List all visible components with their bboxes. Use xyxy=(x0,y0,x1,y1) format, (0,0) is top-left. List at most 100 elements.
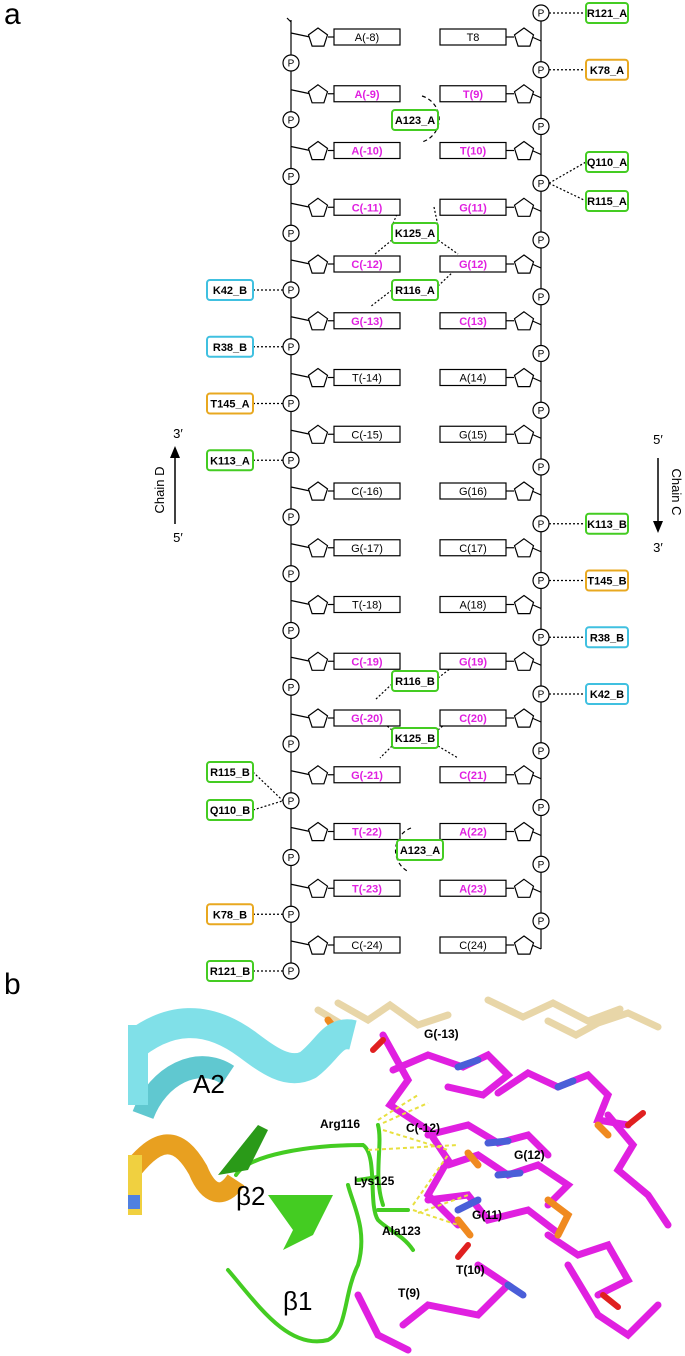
structure-panel: A2 β2 β1 Arg116 Lys125 Ala123 G(-13) C(-… xyxy=(128,995,685,1356)
phosphate-left: P xyxy=(282,224,300,242)
green-loop xyxy=(226,1123,415,1344)
base-left-label: C(-19) xyxy=(351,656,383,668)
contact-line xyxy=(548,182,587,202)
g-m13-label: G(-13) xyxy=(424,1027,459,1041)
residue-label: K113_A xyxy=(210,455,250,467)
residue-label: R121_B xyxy=(210,966,250,978)
contact-line xyxy=(369,711,393,731)
beta1-strand xyxy=(268,1195,333,1250)
base-left-label: T(-18) xyxy=(352,600,382,612)
chain-d-start-tick xyxy=(286,17,292,23)
residue-box: T145_B xyxy=(585,569,629,592)
contact-line xyxy=(437,239,459,255)
sugar-right xyxy=(513,27,535,47)
sugar-right xyxy=(513,651,535,671)
base-left: C(-19) xyxy=(333,652,401,670)
contact-line xyxy=(548,161,587,184)
residue-box: K113_B xyxy=(585,512,629,535)
base-right: C(20) xyxy=(439,709,507,727)
phosphate-right: P xyxy=(532,458,550,476)
chain-d-indicator: 3′ 5′ Chain D xyxy=(152,426,183,545)
base-right-label: A(14) xyxy=(460,373,487,385)
base-left: G(-17) xyxy=(333,539,401,557)
base-pairs: A(-8)T8A(-9)T(9)A(-10)T(10)C(-11)G(11)C(… xyxy=(333,28,507,954)
phosphate-right: P xyxy=(532,231,550,249)
phosphate-label: P xyxy=(288,740,295,751)
sugar-left xyxy=(307,140,329,161)
phosphate-label: P xyxy=(288,626,295,637)
phosphate-left: P xyxy=(282,111,300,129)
base-left: A(-8) xyxy=(333,28,401,46)
residue-label: R121_A xyxy=(587,8,627,20)
orange-ribbon xyxy=(128,1134,245,1203)
base-right: T8 xyxy=(439,28,507,46)
phosphate-left: P xyxy=(282,678,300,696)
residue-box: R116_A xyxy=(391,279,439,301)
sugar-left xyxy=(307,424,329,444)
panel-b-label: b xyxy=(4,968,21,1001)
residue-box: T145_A xyxy=(206,392,254,415)
sugar-right xyxy=(513,538,535,558)
sugar-left xyxy=(307,935,329,955)
base-left-label: G(-13) xyxy=(351,316,383,328)
phosphate-label: P xyxy=(288,513,295,524)
magenta-dna-sticks xyxy=(354,1031,672,1354)
phosphate-label: P xyxy=(538,519,545,530)
beta1-label: β1 xyxy=(283,1286,312,1316)
base-right: C(13) xyxy=(439,312,507,330)
contact-line xyxy=(379,745,393,759)
blue-patch xyxy=(128,1195,140,1209)
phosphate-left: P xyxy=(282,735,300,753)
red-oxygens xyxy=(370,1037,646,1310)
residue-box: K42_B xyxy=(206,279,254,301)
g12-label: G(12) xyxy=(514,1148,545,1162)
base-left-label: C(-24) xyxy=(351,940,382,952)
base-left: C(-11) xyxy=(333,198,401,216)
base-left-label: C(-12) xyxy=(351,259,383,271)
base-left: G(-21) xyxy=(333,766,401,784)
contact-line xyxy=(252,800,284,811)
sugar-left xyxy=(307,254,329,274)
interaction-arc xyxy=(421,95,440,143)
base-left-label: C(-16) xyxy=(351,486,382,498)
phosphate-right: P xyxy=(532,344,550,363)
base-right: C(21) xyxy=(439,766,507,784)
base-right: G(11) xyxy=(439,198,507,216)
base-right: G(12) xyxy=(439,255,507,273)
base-right: A(18) xyxy=(439,595,507,614)
base-right-label: G(15) xyxy=(459,429,487,441)
base-right-label: A(23) xyxy=(459,883,487,895)
t10-label: T(10) xyxy=(456,1263,485,1277)
base-left: C(-15) xyxy=(333,425,401,443)
phosphate-label: P xyxy=(288,229,295,240)
phosphate-label: P xyxy=(538,65,545,76)
blue-atoms xyxy=(454,1056,577,1299)
phosphate-left: P xyxy=(282,848,300,867)
residue-box: K125_B xyxy=(391,727,439,749)
phosphate-label: P xyxy=(288,399,295,410)
base-right-label: T(10) xyxy=(460,146,487,158)
phosphate-label: P xyxy=(538,292,545,303)
phosphate-label: P xyxy=(538,406,545,417)
phosphate-right: P xyxy=(532,628,550,646)
base-left: G(-20) xyxy=(333,709,401,727)
phosphate-label: P xyxy=(288,456,295,467)
residue-box: R121_A xyxy=(585,2,629,24)
residue-label: R115_A xyxy=(587,196,627,208)
contact-line xyxy=(437,745,459,759)
phosphate-left: P xyxy=(282,621,300,640)
base-right-label: A(18) xyxy=(460,600,487,612)
sugar-right xyxy=(513,765,535,785)
helix-a2 xyxy=(128,1008,357,1120)
contact-line xyxy=(369,289,393,308)
phosphate-label: P xyxy=(538,122,545,133)
residue-label: K78_B xyxy=(213,909,247,921)
g11-label: G(11) xyxy=(472,1208,502,1222)
phosphate-label: P xyxy=(538,236,545,247)
sugar-left xyxy=(307,878,329,898)
base-left-label: G(-17) xyxy=(351,543,383,555)
phosphate-label: P xyxy=(288,59,295,70)
base-left: C(-24) xyxy=(333,936,401,954)
residue-box: K78_A xyxy=(585,58,629,81)
